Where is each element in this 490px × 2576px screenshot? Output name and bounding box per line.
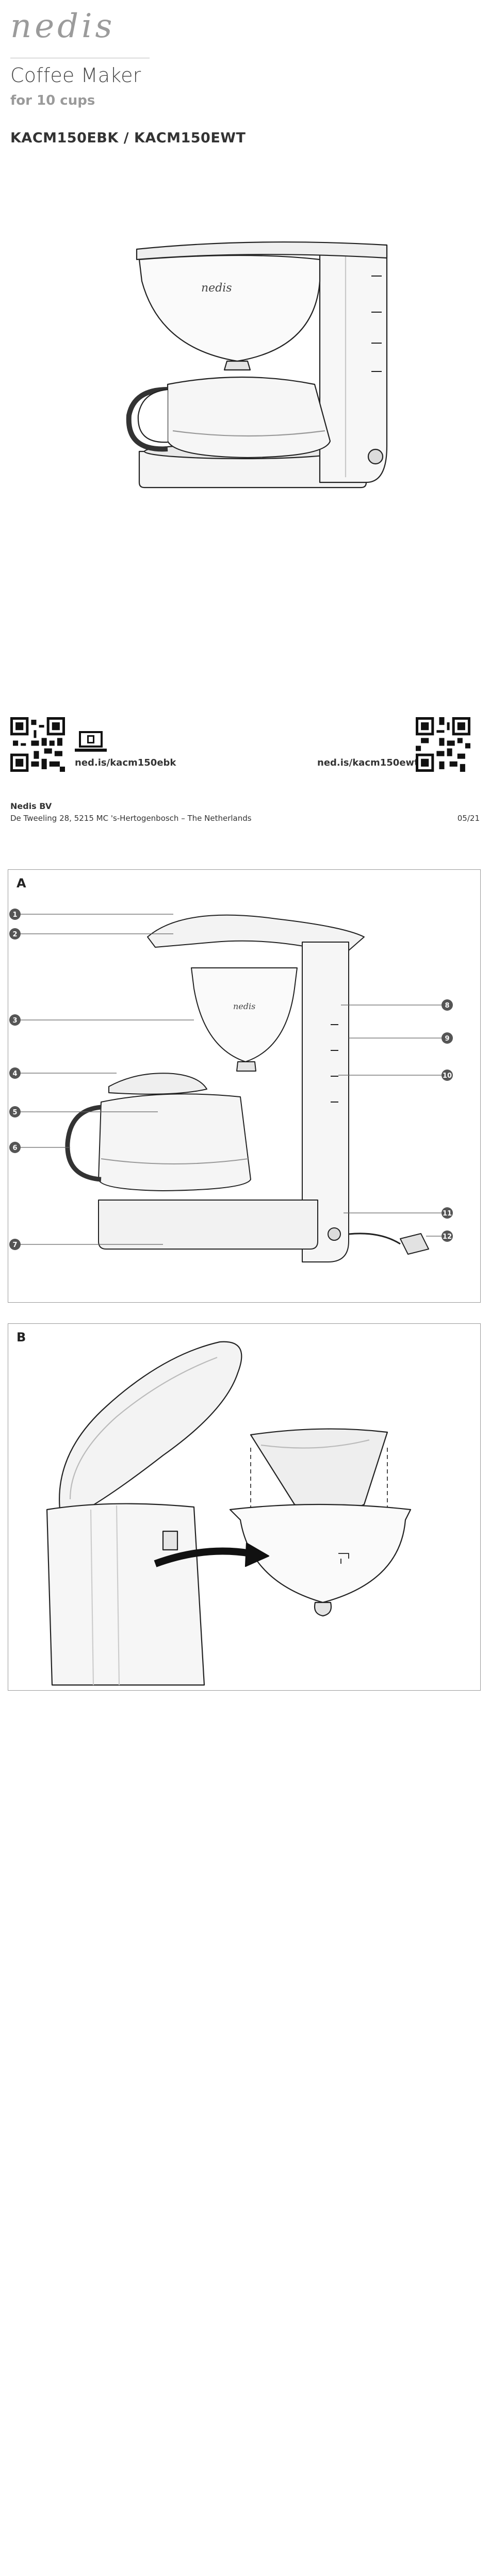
callout-badges: 1 2 3 4 5 6 7 8 9 10 11 12 — [9, 909, 453, 1250]
qr-code-right[interactable] — [416, 717, 470, 772]
figure-a-panel: A — [8, 869, 481, 1303]
figure-b-diagram — [46, 1341, 412, 1686]
callout-1: 1 — [12, 911, 17, 919]
product-link-right[interactable]: ned.is/kacm150ewt — [317, 757, 419, 768]
figure-b-label: B — [17, 1330, 26, 1344]
callout-8: 8 — [445, 1002, 449, 1010]
callout-7: 7 — [12, 1241, 17, 1249]
qr-code-left[interactable] — [10, 717, 65, 772]
callout-3: 3 — [12, 1017, 17, 1025]
hero-brand-mark: nedis — [201, 282, 232, 295]
product-title: Coffee Maker — [10, 64, 141, 87]
callout-12: 12 — [443, 1233, 452, 1241]
model-numbers: KACM150EBK / KACM150EWT — [10, 130, 246, 146]
figure-a-label: A — [17, 876, 26, 890]
callout-10: 10 — [443, 1072, 452, 1080]
nedis-logo: nedis — [10, 9, 115, 45]
revision-date: 05/21 — [457, 814, 480, 823]
company-name: Nedis BV — [10, 801, 52, 811]
company-address: De Tweeling 28, 5215 MC 's-Hertogenbosch… — [10, 814, 252, 823]
logo-text: nedis — [10, 9, 115, 45]
callout-9: 9 — [445, 1035, 449, 1043]
callout-4: 4 — [12, 1070, 17, 1078]
callout-11: 11 — [443, 1210, 452, 1218]
callout-5: 5 — [12, 1109, 17, 1116]
coffee-maker-illustration: nedis — [126, 241, 388, 489]
figure-b-panel: B — [8, 1323, 481, 1691]
callout-2: 2 — [12, 931, 17, 938]
product-link-left[interactable]: ned.is/kacm150ebk — [75, 757, 176, 768]
figure-a-brand-mark: nedis — [233, 1001, 255, 1011]
laptop-icon — [75, 731, 107, 752]
callout-6: 6 — [12, 1144, 17, 1152]
product-subtitle: for 10 cups — [10, 93, 95, 108]
figure-a-diagram: nedis 1 2 3 4 5 6 7 8 9 10 11 12 — [9, 909, 453, 1262]
